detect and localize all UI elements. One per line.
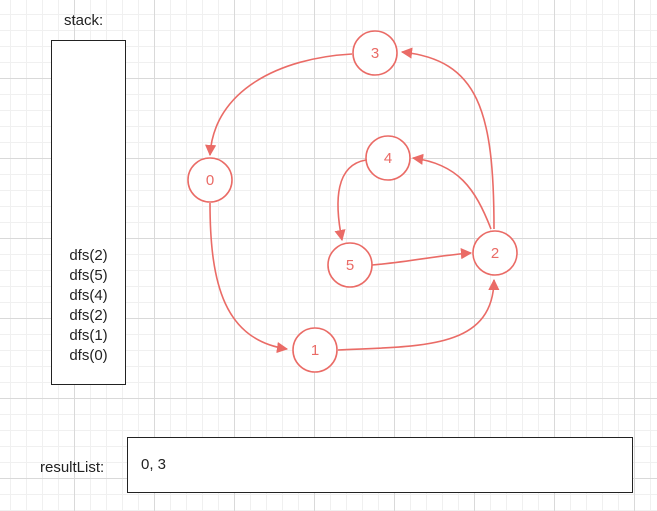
graph-node: 5 — [327, 242, 373, 288]
graph-node: 4 — [365, 135, 411, 181]
svg-text:0: 0 — [206, 172, 214, 189]
edge-3-0 — [205, 53, 353, 157]
stack-item: dfs(5) — [69, 267, 108, 284]
edge-4-5 — [334, 159, 367, 242]
stack-item: dfs(0) — [69, 347, 108, 364]
svg-text:2: 2 — [491, 245, 499, 262]
graph-node: 0 — [187, 157, 233, 203]
svg-text:5: 5 — [346, 257, 354, 274]
svg-text:3: 3 — [371, 45, 379, 62]
result-list-value: 0, 3 — [141, 456, 167, 473]
edge-0-1 — [209, 202, 289, 354]
edge-2-4 — [411, 153, 492, 230]
svg-text:4: 4 — [384, 150, 392, 167]
stack-label: stack: — [64, 12, 104, 29]
stack-item: dfs(2) — [69, 247, 108, 264]
stack-box: dfs(2) dfs(5) dfs(4) dfs(2) dfs(1) dfs(0… — [51, 40, 126, 385]
edge-2-3 — [400, 47, 495, 230]
stack-item: dfs(1) — [69, 327, 108, 344]
graph-node: 3 — [352, 30, 398, 76]
graph-node: 2 — [472, 230, 518, 276]
result-list-box: 0, 3 — [127, 437, 633, 493]
result-list-label: resultList: — [40, 459, 105, 476]
edge-1-2 — [337, 278, 500, 351]
svg-text:1: 1 — [311, 342, 319, 359]
stack-item: dfs(4) — [69, 287, 108, 304]
edge-5-2 — [371, 248, 473, 266]
graph-node: 1 — [292, 327, 338, 373]
stack-item: dfs(2) — [69, 307, 108, 324]
